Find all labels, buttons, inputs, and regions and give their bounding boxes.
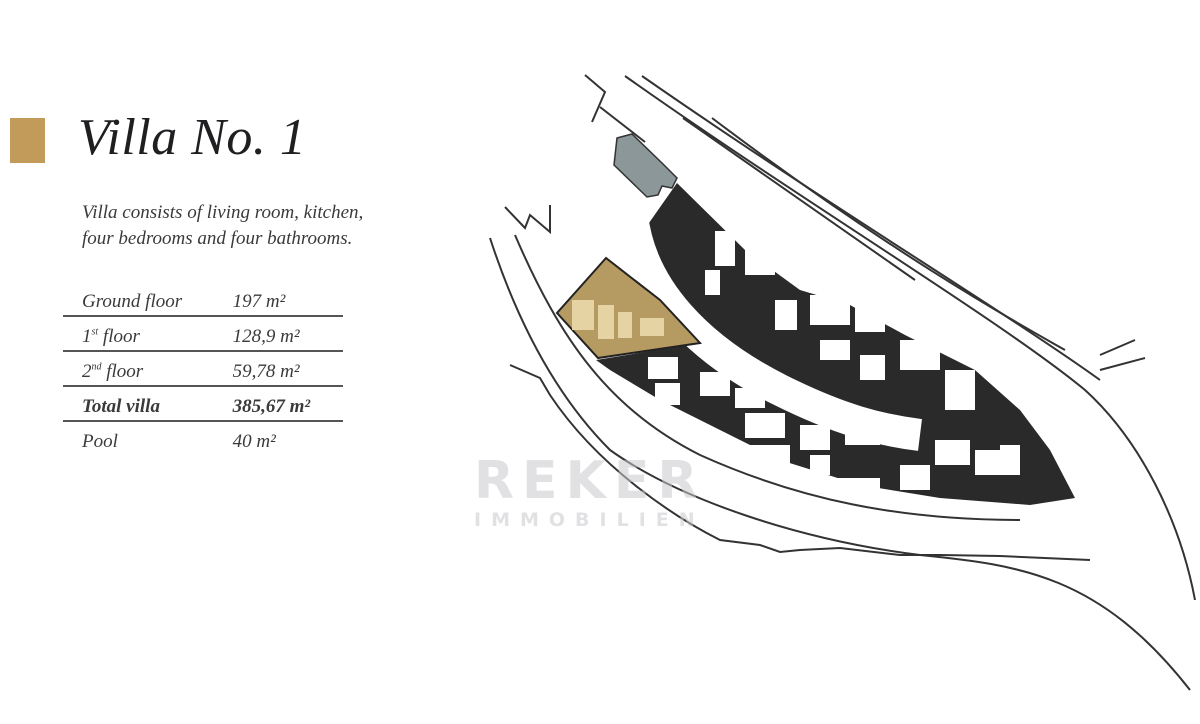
- page-title: Villa No. 1: [78, 109, 307, 166]
- floor-word: floor: [98, 326, 140, 347]
- ordinal-suffix: st: [91, 326, 99, 338]
- villa-buildings: [648, 231, 1020, 493]
- villa-1-plot-highlight: [555, 256, 703, 360]
- road-lines: [489, 74, 1196, 691]
- description-line: four bedrooms and four bathrooms.: [82, 228, 353, 249]
- ordinal-suffix: nd: [91, 361, 102, 373]
- spec-label: Total villa: [63, 386, 233, 422]
- spec-label: 2nd floor: [63, 351, 233, 387]
- table-row: Ground floor 197 m²: [63, 282, 343, 317]
- spec-value: 385,67 m²: [232, 386, 343, 422]
- area-specs-table: Ground floor 197 m² 1st floor 128,9 m² 2…: [63, 282, 343, 455]
- table-row: Pool 40 m²: [63, 421, 343, 455]
- floor-word: floor: [101, 361, 144, 382]
- spec-label: 1st floor: [63, 316, 233, 352]
- grey-building: [613, 133, 678, 198]
- floor-number: 2: [82, 361, 92, 382]
- spec-value: 40 m²: [232, 431, 276, 452]
- spec-label: Ground floor: [63, 282, 233, 317]
- description-line: Villa consists of living room, kitchen,: [82, 202, 364, 223]
- table-row: Total villa 385,67 m²: [63, 386, 343, 422]
- spec-value: 59,78 m²: [232, 351, 343, 387]
- gold-color-swatch: [10, 118, 45, 163]
- table-row: 1st floor 128,9 m²: [63, 316, 343, 352]
- watermark-name: REKER: [474, 451, 706, 511]
- table-row: 2nd floor 59,78 m²: [63, 351, 343, 387]
- floor-number: 1: [82, 326, 92, 347]
- spec-value: 197 m²: [232, 282, 343, 317]
- watermark-subtitle: IMMOBILIEN: [474, 509, 705, 531]
- watermark-logo: REKER IMMOBILIEN: [474, 455, 705, 531]
- villa-1-buildings: [572, 300, 664, 339]
- spec-label: Pool: [82, 431, 118, 452]
- spec-value: 128,9 m²: [232, 316, 343, 352]
- villa-description: Villa consists of living room, kitchen, …: [82, 200, 363, 252]
